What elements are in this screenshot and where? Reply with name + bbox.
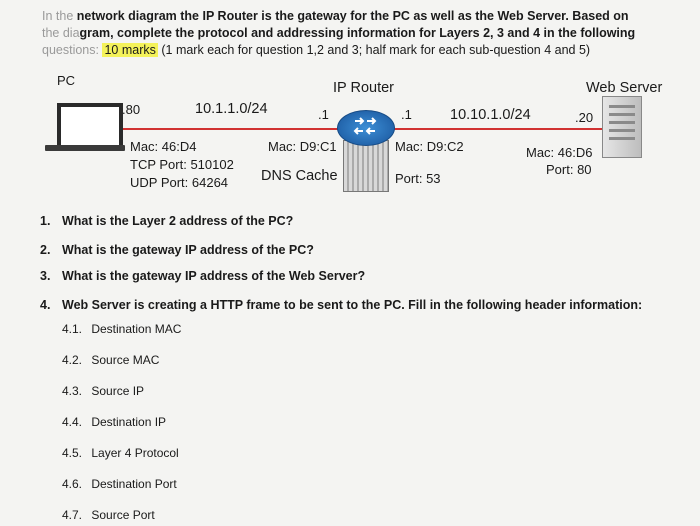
router-arrows-icon xyxy=(353,117,377,135)
right-network-label: 10.10.1.0/24 xyxy=(450,107,531,123)
router-left-host: .1 xyxy=(318,107,329,122)
server-mac: Mac: 46:D6 xyxy=(526,145,593,160)
server-host: .20 xyxy=(575,110,594,125)
pc-host: .80 xyxy=(122,102,141,117)
router-left-mac: Mac: D9:C1 xyxy=(268,139,337,154)
router-right-host: .1 xyxy=(401,107,412,122)
router-dns-cache: DNS Cache xyxy=(261,168,338,184)
router-right-mac: Mac: D9:C2 xyxy=(395,139,464,154)
question-2: 2.What is the gateway IP address of the … xyxy=(40,243,314,257)
question-3: 3.What is the gateway IP address of the … xyxy=(40,269,366,283)
router-icon xyxy=(337,110,395,146)
subquestion-4-3: 4.3. Source IP xyxy=(62,384,145,398)
intro-line-1: network diagram the IP Router is the gat… xyxy=(76,9,629,23)
intro-faded-lead: In the xyxy=(42,9,74,23)
left-network-link xyxy=(118,128,344,130)
subquestion-4-5: 4.5. Layer 4 Protocol xyxy=(62,446,179,460)
pc-mac: Mac: 46:D4 xyxy=(130,139,197,154)
marks-detail: (1 mark each for question 1,2 and 3; hal… xyxy=(161,43,591,57)
question-1: 1.What is the Layer 2 address of the PC? xyxy=(40,214,294,228)
pc-udp-port: UDP Port: 64264 xyxy=(130,175,229,190)
router-port: Port: 53 xyxy=(395,171,441,186)
intro-faded-3: questions: xyxy=(42,43,99,57)
server-title: Web Server xyxy=(586,80,663,96)
intro-paragraph: In the network diagram the IP Router is … xyxy=(42,8,682,59)
intro-line-2: gram, complete the protocol and addressi… xyxy=(79,26,636,40)
router-title: IP Router xyxy=(333,80,394,96)
laptop-icon xyxy=(57,103,123,149)
left-network-label: 10.1.1.0/24 xyxy=(195,101,268,117)
pc-tcp-port: TCP Port: 510102 xyxy=(130,157,234,172)
right-network-link xyxy=(388,128,604,130)
subquestion-4-6: 4.6. Destination Port xyxy=(62,477,177,491)
subquestion-4-7: 4.7. Source Port xyxy=(62,508,155,522)
subquestion-4-4: 4.4. Destination IP xyxy=(62,415,167,429)
subquestion-4-1: 4.1. Destination MAC xyxy=(62,322,182,336)
question-4: 4.Web Server is creating a HTTP frame to… xyxy=(40,298,643,312)
router-rack-icon xyxy=(343,140,389,192)
server-icon xyxy=(602,96,642,158)
server-port: Port: 80 xyxy=(546,162,592,177)
laptop-base xyxy=(45,145,125,151)
subquestion-4-2: 4.2. Source MAC xyxy=(62,353,160,367)
intro-faded-2: the dia xyxy=(42,26,80,40)
pc-title: PC xyxy=(57,73,76,88)
marks-highlight: 10 marks xyxy=(102,43,158,57)
